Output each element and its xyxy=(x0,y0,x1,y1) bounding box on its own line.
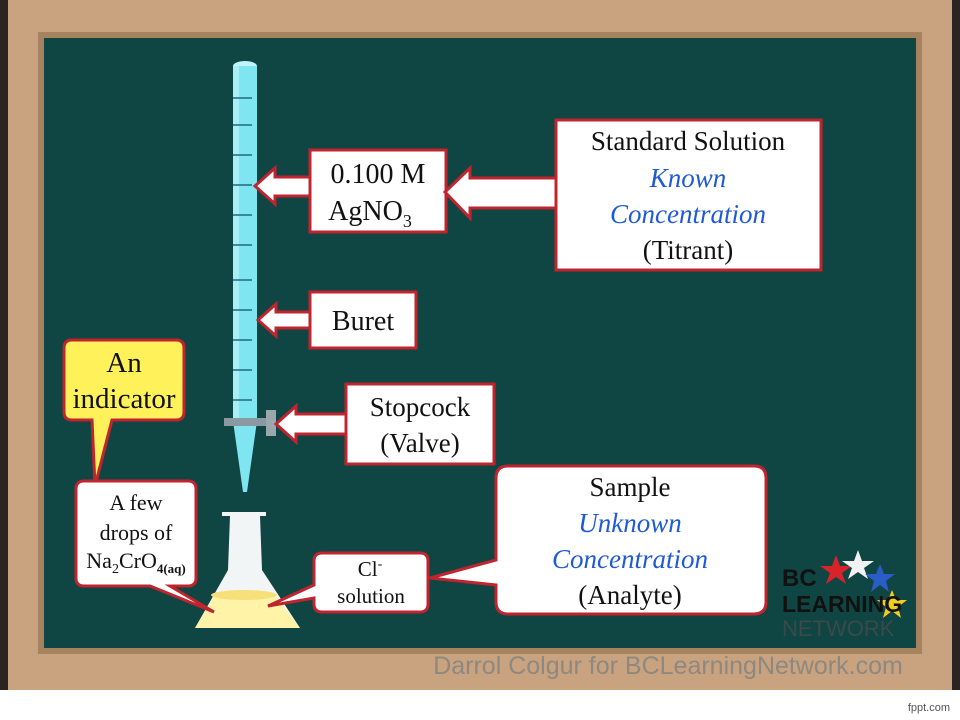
stopcock-line2: (Valve) xyxy=(380,428,459,458)
footer-watermark: fppt.com xyxy=(907,702,950,714)
sample-callout xyxy=(429,464,768,616)
standard-solution-box xyxy=(554,118,823,272)
drops-cro: CrO xyxy=(119,548,157,573)
agno3-line2: AgNO3 xyxy=(328,196,412,231)
agno3-formula: AgNO xyxy=(328,196,403,227)
chloride-callout xyxy=(267,551,430,614)
bc-learning-network-logo: BC LEARNING NETWORK xyxy=(782,550,907,641)
indicator-line1: An xyxy=(106,347,142,379)
logo-line2: LEARNING xyxy=(782,591,902,617)
logo-star-blue xyxy=(865,564,895,592)
standard-solution-concentration: Concentration xyxy=(610,199,766,229)
buret-label-box xyxy=(308,290,418,350)
chloride-charge: - xyxy=(378,557,383,572)
buret-label: Buret xyxy=(332,306,394,337)
agno3-line1: 0.100 M xyxy=(331,159,426,190)
sample-title: Sample xyxy=(590,472,671,502)
buret xyxy=(233,61,257,492)
standard-solution-note: (Titrant) xyxy=(643,235,734,265)
frame-side-right xyxy=(952,0,960,690)
sample-concentration: Concentration xyxy=(552,544,708,574)
drops-na: Na xyxy=(86,548,112,573)
agno3-subscript: 3 xyxy=(403,211,412,231)
frame-side-left xyxy=(0,0,8,690)
logo-star-white xyxy=(842,550,874,579)
indicator-callout xyxy=(62,338,186,487)
drops-sub-2: 2 xyxy=(112,562,119,577)
drops-sub-4aq: 4(aq) xyxy=(157,561,186,576)
stopcock-line1: Stopcock xyxy=(370,392,471,422)
agno3-label-box xyxy=(308,148,448,234)
drops-callout xyxy=(74,479,215,614)
logo-line3: NETWORK xyxy=(782,616,895,641)
logo-line1: BC xyxy=(782,565,817,592)
author-credit: Darrol Colgur for BCLearningNetwork.com xyxy=(433,652,903,680)
logo-star-yellow xyxy=(877,590,907,618)
standard-solution-title: Standard Solution xyxy=(591,126,786,156)
drops-line1: A few xyxy=(109,490,162,515)
chloride-solution-label: solution xyxy=(337,584,405,608)
chloride-ion: Cl- xyxy=(358,557,383,581)
chloride-symbol: Cl xyxy=(358,557,378,581)
sample-unknown: Unknown xyxy=(578,508,682,538)
sample-note: (Analyte) xyxy=(578,580,681,610)
drops-formula: Na2CrO4(aq) xyxy=(86,548,185,577)
stopcock xyxy=(224,410,276,436)
standard-solution-known: Known xyxy=(649,163,727,193)
indicator-line2: indicator xyxy=(72,383,175,415)
stopcock-label-box xyxy=(344,382,496,466)
drops-line2: drops of xyxy=(100,520,173,545)
logo-star-red xyxy=(820,555,852,584)
